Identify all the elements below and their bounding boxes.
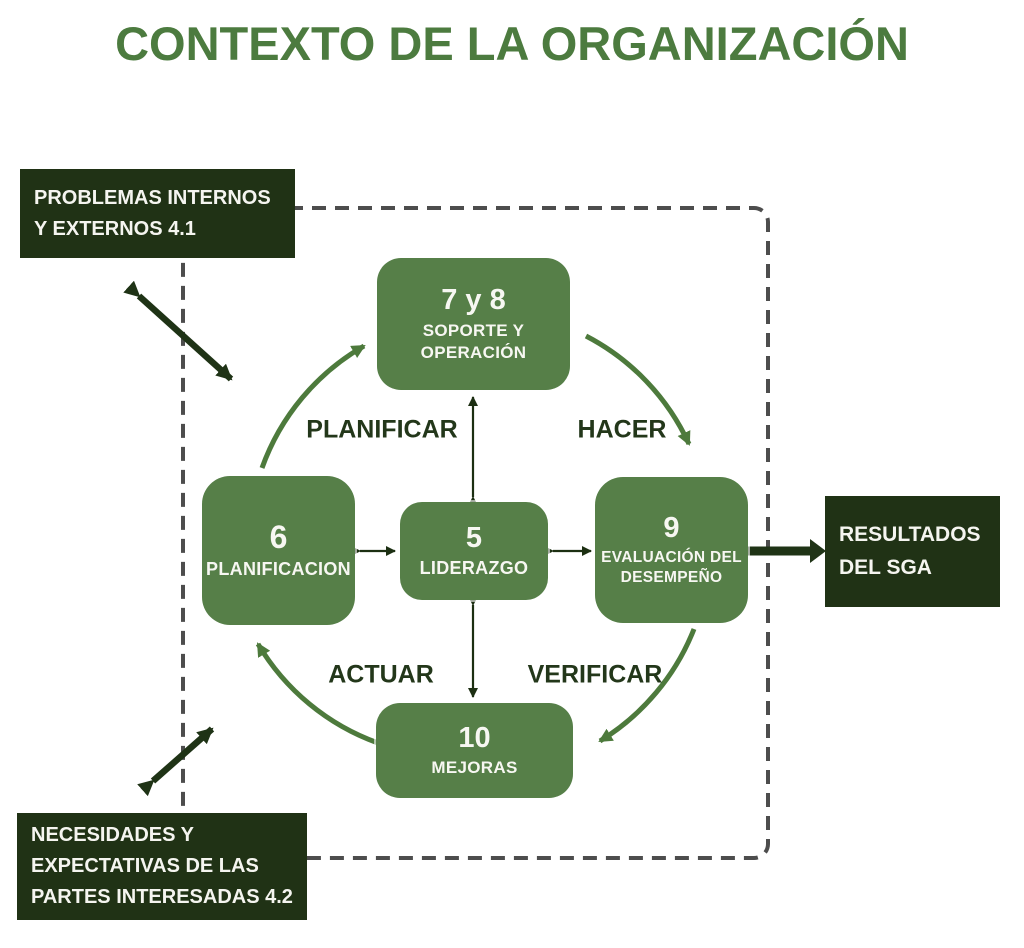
- problems-line-2: Y EXTERNOS 4.1: [34, 217, 196, 240]
- support-operation-number: 7 y 8: [441, 284, 506, 317]
- leadership-label: LIDERAZGO: [419, 557, 529, 578]
- needs-box: NECESIDADES Y EXPECTATIVAS DE LAS PARTES…: [17, 813, 307, 920]
- cycle-label-verificar: VERIFICAR: [527, 660, 663, 689]
- arrow-needs-context: [137, 726, 215, 797]
- needs-line-1: NECESIDADES Y: [31, 824, 195, 846]
- improvement-label: MEJORAS: [431, 758, 518, 778]
- cycle-label-hacer: HACER: [577, 415, 667, 444]
- problems-box: PROBLEMAS INTERNOS Y EXTERNOS 4.1: [20, 169, 295, 258]
- support-operation-label: SOPORTE Y OPERACIÓN: [420, 320, 527, 362]
- arrow-problems-context: [123, 280, 234, 382]
- arc-arrow-verificar: [598, 628, 697, 744]
- evaluation-label: EVALUACIÓN DEL DESEMPEÑO: [601, 548, 742, 586]
- cycle-label-planificar: PLANIFICAR: [306, 415, 458, 444]
- system-boundary-dashed-border: [181, 206, 770, 860]
- leadership-number: 5: [465, 521, 483, 554]
- results-box: RESULTADOS DEL SGA: [825, 496, 1000, 607]
- page-title: CONTEXTO DE LA ORGANIZACIÓN: [115, 17, 909, 70]
- support-operation-box: 7 y 8 SOPORTE Y OPERACIÓN: [377, 258, 570, 390]
- needs-line-2: EXPECTATIVAS DE LAS: [31, 855, 259, 877]
- evaluation-number: 9: [663, 512, 680, 545]
- arrow-evaluation-results-head: [810, 539, 826, 563]
- results-line-1: RESULTADOS: [839, 522, 981, 546]
- arc-arrow-hacer: [584, 333, 692, 446]
- cycle-label-actuar: ACTUAR: [328, 660, 434, 689]
- planning-number: 6: [269, 519, 288, 556]
- problems-line-1: PROBLEMAS INTERNOS: [34, 186, 271, 209]
- leadership-box: 5 LIDERAZGO: [400, 502, 548, 600]
- needs-line-3: PARTES INTERESADAS 4.2: [31, 886, 293, 908]
- improvement-number: 10: [458, 721, 491, 754]
- planning-box: 6 PLANIFICACION: [202, 476, 355, 625]
- results-line-2: DEL SGA: [839, 555, 932, 579]
- planning-label: PLANIFICACION: [206, 559, 351, 580]
- arc-arrow-planificar: [259, 343, 366, 469]
- arc-arrow-actuar: [255, 642, 379, 746]
- improvement-box: 10 MEJORAS: [376, 703, 573, 798]
- evaluation-box: 9 EVALUACIÓN DEL DESEMPEÑO: [595, 477, 748, 623]
